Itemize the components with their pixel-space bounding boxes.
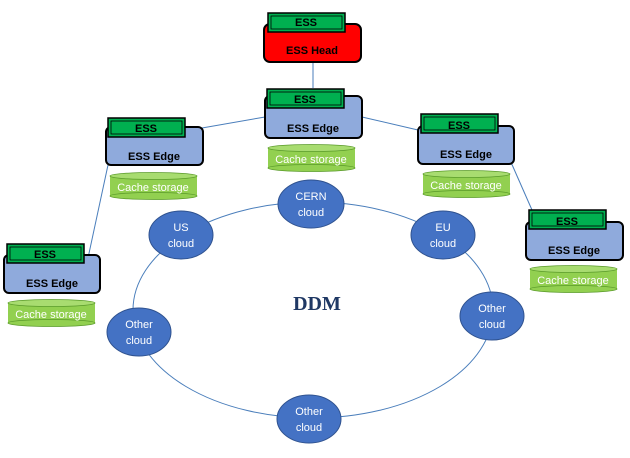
cache-storage-label: Cache storage [430,180,502,192]
cloud-label-line1: US [173,222,188,234]
ess-edge-tag-label: ESS [294,94,316,106]
right-edge-to-far-right-edge [509,159,533,211]
center-edge-to-left-edge [201,116,266,129]
cache-storage-left: Cache storage [109,172,198,200]
ess-edge-node-right: ESS ESS Edge [417,113,515,165]
cache-storage-center: Cache storage [267,144,356,172]
ddm-label: DDM [293,293,341,315]
cache-storage-far-left: Cache storage [7,299,96,327]
ess-edge-tag-label: ESS [556,216,578,228]
ess-edge-title: ESS Edge [548,245,600,257]
cloud-label-line1: CERN [295,191,326,203]
cloud-other-right: Other cloud [459,291,525,341]
cloud-label-line2: cloud [479,319,505,331]
ess-edge-node-left: ESS ESS Edge [105,117,204,166]
cloud-label-line1: EU [435,222,450,234]
cloud-label-line1: Other [125,319,153,331]
ess-edge-title: ESS Edge [128,151,180,163]
cloud-us: US cloud [148,210,214,260]
cache-storage-label: Cache storage [15,309,87,321]
cloud-other-bottom: Other cloud [276,394,342,444]
ess-edge-node-far-left: ESS ESS Edge [3,243,101,294]
ess-edge-title: ESS Edge [440,149,492,161]
cloud-eu: EU cloud [410,210,476,260]
cloud-label-line2: cloud [126,335,152,347]
cloud-other-left: Other cloud [106,307,172,357]
ess-edge-tag-label: ESS [34,249,56,261]
left-edge-to-far-left-edge [87,164,109,259]
cloud-label-line2: cloud [298,207,324,219]
ess-edge-tag-label: ESS [135,123,157,135]
ess-edge-node-far-right: ESS ESS Edge [525,209,624,261]
cache-storage-label: Cache storage [117,182,189,194]
cloud-label-line1: Other [478,303,506,315]
ess-edge-title: ESS Edge [26,278,78,290]
ess-head-node: ESS ESS Head [263,12,362,63]
cache-storage-far-right: Cache storage [529,265,618,293]
cloud-label-line2: cloud [296,422,322,434]
cache-storage-label: Cache storage [275,154,347,166]
cloud-label-line2: cloud [430,238,456,250]
cloud-label-line2: cloud [168,238,194,250]
ess-head-tag [267,12,346,33]
center-edge-to-right-edge [361,116,419,131]
ess-head-tag-label: ESS [295,17,317,29]
cache-storage-label: Cache storage [537,275,609,287]
ess-edge-title: ESS Edge [287,123,339,135]
cache-storage-right: Cache storage [422,170,511,198]
ess-head-title: ESS Head [286,45,338,57]
connectors [87,62,533,259]
ess-edge-tag-label: ESS [448,120,470,132]
cloud-cern: CERN cloud [277,179,345,229]
ess-edge-node-center: ESS ESS Edge [264,88,363,139]
cloud-label-line1: Other [295,406,323,418]
